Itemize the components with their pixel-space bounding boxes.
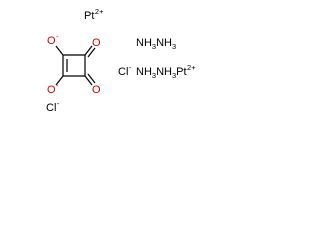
oxide-ion-bottom: O- — [47, 81, 59, 97]
bond-layer — [55, 45, 96, 86]
oxygen-symbol: O — [92, 37, 101, 49]
structure-canvas: Pt2+ O- O O- O Cl- Cl- NH3NH3 NH3NH3Pt2+ — [0, 0, 224, 135]
carbonyl-oxygen-bottom: O — [92, 84, 101, 97]
carbonyl-bond-bottom-b — [87, 73, 96, 84]
ammonia-molecule: NH3 — [156, 37, 177, 51]
platinum-ion-top: Pt2+ — [84, 7, 104, 23]
carbonyl-oxygen-top: O — [92, 37, 101, 50]
oxygen-symbol: O — [47, 35, 56, 47]
ammonia-pair-top: NH3NH3 — [136, 37, 177, 51]
oxide-charge: - — [56, 81, 59, 90]
oxygen-symbol: O — [47, 84, 56, 96]
chloride-ion-right: Cl- — [118, 63, 132, 79]
chloride-charge: - — [56, 99, 60, 108]
oxide-bond-bottom — [55, 75, 64, 86]
carbonyl-bond-bottom-a — [84, 75, 93, 86]
chloride-ion-left: Cl- — [46, 99, 60, 115]
ammonia-molecule: NH3 — [136, 37, 157, 51]
chloride-charge: - — [128, 63, 132, 72]
carbonyl-bond-top-b — [87, 47, 96, 58]
oxide-ion-top: O- — [47, 32, 59, 48]
chlorine-symbol: Cl — [46, 102, 57, 114]
platinum-ion-bottom: Pt2+ — [176, 63, 196, 78]
oxygen-symbol: O — [92, 84, 101, 96]
ammonia-pair-bottom: NH3NH3Pt2+ — [136, 63, 196, 80]
ammonia-molecule: NH3 — [136, 66, 157, 80]
carbonyl-bond-top-a — [84, 45, 93, 56]
chlorine-symbol: Cl — [118, 66, 129, 78]
platinum-symbol: Pt — [84, 10, 95, 22]
platinum-charge: 2+ — [94, 7, 104, 16]
oxide-charge: - — [56, 32, 59, 41]
oxide-bond-top — [55, 45, 64, 56]
ammonia-molecule: NH3 — [156, 66, 177, 80]
